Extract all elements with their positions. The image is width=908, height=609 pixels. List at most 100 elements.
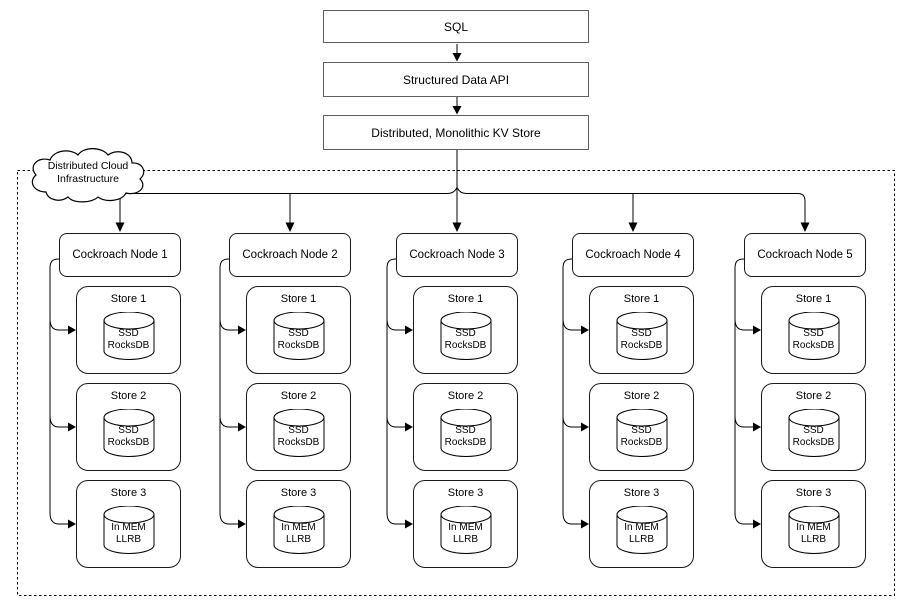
store-box: Store 3 In MEM LLRB bbox=[413, 480, 518, 568]
store-label: Store 1 bbox=[110, 293, 147, 305]
database-label: SSD RocksDB bbox=[590, 425, 693, 449]
store-box: Store 2 SSD RocksDB bbox=[76, 383, 181, 471]
arrow-right-icon bbox=[753, 519, 761, 529]
store-label: Store 1 bbox=[623, 293, 660, 305]
database-label-line1: In MEM bbox=[281, 522, 316, 533]
arrow-down-icon bbox=[285, 222, 295, 232]
database-label-line2: RocksDB bbox=[792, 340, 835, 351]
database-label-line2: RocksDB bbox=[444, 437, 487, 448]
store-label: Store 1 bbox=[280, 293, 317, 305]
database-cylinder-icon bbox=[273, 409, 324, 457]
store-label: Store 2 bbox=[795, 390, 832, 402]
database-label: SSD RocksDB bbox=[247, 425, 350, 449]
store-label: Store 3 bbox=[623, 487, 660, 499]
store-label: Store 1 bbox=[795, 293, 832, 305]
database-label: SSD RocksDB bbox=[77, 328, 180, 352]
store-box: Store 2 SSD RocksDB bbox=[246, 383, 351, 471]
database-cylinder-icon bbox=[440, 312, 491, 360]
database-cylinder-icon bbox=[103, 506, 154, 554]
store-box: Store 3 In MEM LLRB bbox=[76, 480, 181, 568]
database-label-line2: RocksDB bbox=[620, 340, 663, 351]
arrow-right-icon bbox=[68, 422, 76, 432]
node-title-box: Cockroach Node 4 bbox=[572, 233, 694, 277]
node-title: Cockroach Node 3 bbox=[409, 249, 505, 261]
arrow-right-icon bbox=[753, 325, 761, 335]
store-label: Store 3 bbox=[280, 487, 317, 499]
database-label: In MEM LLRB bbox=[247, 522, 350, 546]
database-label-line2: LLRB bbox=[628, 534, 654, 545]
arrow-down-icon bbox=[452, 53, 462, 62]
sql-layer-label: SQL bbox=[443, 19, 468, 34]
node-title: Cockroach Node 5 bbox=[757, 249, 853, 261]
node-title: Cockroach Node 2 bbox=[242, 249, 338, 261]
node-to-stores-connector bbox=[734, 258, 761, 529]
database-label-line2: LLRB bbox=[285, 534, 311, 545]
node-title-box: Cockroach Node 1 bbox=[59, 233, 181, 277]
kv-store-label: Distributed, Monolithic KV Store bbox=[371, 125, 541, 140]
store-box: Store 2 SSD RocksDB bbox=[589, 383, 694, 471]
store-box: Store 1 SSD RocksDB bbox=[761, 286, 866, 374]
node-title-box: Cockroach Node 5 bbox=[744, 233, 866, 277]
database-cylinder-icon bbox=[788, 312, 839, 360]
database-label: SSD RocksDB bbox=[762, 328, 865, 352]
database-cylinder-icon bbox=[440, 409, 491, 457]
database-label-line1: In MEM bbox=[796, 522, 831, 533]
arrow-right-icon bbox=[581, 519, 589, 529]
database-label-line2: RocksDB bbox=[620, 437, 663, 448]
database-cylinder-icon bbox=[273, 506, 324, 554]
database-label-line2: RocksDB bbox=[277, 340, 320, 351]
database-cylinder-icon bbox=[273, 312, 324, 360]
structured-data-api-box: Structured Data API bbox=[323, 62, 589, 97]
node-column-3: Cockroach Node 3 Store 1 SSD RocksDB Sto… bbox=[386, 233, 518, 568]
database-label-line2: RocksDB bbox=[444, 340, 487, 351]
database-label: In MEM LLRB bbox=[590, 522, 693, 546]
store-label: Store 1 bbox=[447, 293, 484, 305]
database-label: In MEM LLRB bbox=[414, 522, 517, 546]
cloud-label-line1: Distributed Cloud bbox=[48, 160, 129, 172]
database-label-line2: LLRB bbox=[800, 534, 826, 545]
node-column-1: Cockroach Node 1 Store 1 SSD RocksDB Sto… bbox=[49, 233, 181, 568]
arrow-down-icon bbox=[115, 222, 125, 232]
database-label-line1: SSD bbox=[455, 425, 476, 436]
database-label: In MEM LLRB bbox=[762, 522, 865, 546]
arrow-right-icon bbox=[405, 325, 413, 335]
arrow-down-icon bbox=[800, 222, 810, 232]
node-column-2: Cockroach Node 2 Store 1 SSD RocksDB Sto… bbox=[219, 233, 351, 568]
structured-data-api-label: Structured Data API bbox=[402, 72, 510, 87]
store-box: Store 2 SSD RocksDB bbox=[761, 383, 866, 471]
store-box: Store 1 SSD RocksDB bbox=[413, 286, 518, 374]
store-box: Store 1 SSD RocksDB bbox=[76, 286, 181, 374]
database-label-line1: SSD bbox=[118, 425, 139, 436]
store-box: Store 2 SSD RocksDB bbox=[413, 383, 518, 471]
store-box: Store 3 In MEM LLRB bbox=[589, 480, 694, 568]
database-label: SSD RocksDB bbox=[247, 328, 350, 352]
arrow-down-icon bbox=[628, 222, 638, 232]
cloud-label-line2: Infrastructure bbox=[57, 173, 119, 185]
store-label: Store 3 bbox=[447, 487, 484, 499]
database-label-line1: SSD bbox=[118, 328, 139, 339]
database-label-line1: In MEM bbox=[448, 522, 483, 533]
arrow-down-icon bbox=[452, 106, 462, 115]
database-label-line1: SSD bbox=[455, 328, 476, 339]
node-title-box: Cockroach Node 2 bbox=[229, 233, 351, 277]
node-to-stores-connector bbox=[219, 258, 246, 529]
database-cylinder-icon bbox=[616, 312, 667, 360]
database-label-line1: SSD bbox=[631, 425, 652, 436]
sql-layer-box: SQL bbox=[323, 10, 589, 43]
database-label-line2: RocksDB bbox=[792, 437, 835, 448]
arrow-right-icon bbox=[68, 519, 76, 529]
arrow-right-icon bbox=[581, 325, 589, 335]
database-label: In MEM LLRB bbox=[77, 522, 180, 546]
database-label-line1: SSD bbox=[803, 425, 824, 436]
store-label: Store 3 bbox=[110, 487, 147, 499]
database-label-line1: SSD bbox=[803, 328, 824, 339]
database-cylinder-icon bbox=[103, 409, 154, 457]
store-label: Store 2 bbox=[280, 390, 317, 402]
arrow-down-icon bbox=[452, 222, 462, 232]
database-label-line2: LLRB bbox=[115, 534, 141, 545]
store-box: Store 1 SSD RocksDB bbox=[246, 286, 351, 374]
database-cylinder-icon bbox=[440, 506, 491, 554]
kv-store-box: Distributed, Monolithic KV Store bbox=[323, 115, 589, 150]
arrow-right-icon bbox=[238, 519, 246, 529]
